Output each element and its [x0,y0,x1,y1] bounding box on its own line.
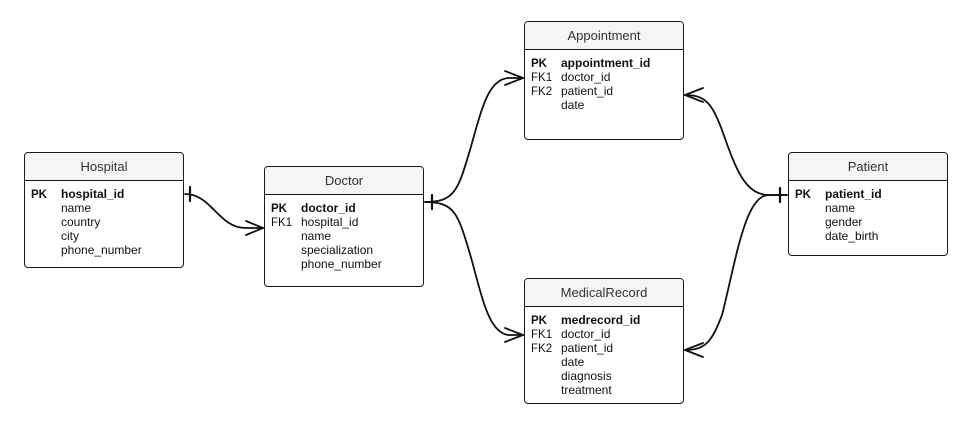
attribute-row: name [25,201,183,215]
entity-patient[interactable]: Patient PK patient_id name gender date_b… [788,152,948,256]
attribute-key: FK2 [531,86,553,98]
attribute-row: name [789,201,947,215]
attribute-key: FK1 [271,217,293,229]
crowsfoot-appointment-left [504,70,524,86]
attribute-name: treatment [561,383,612,397]
attribute-name: patient_id [561,84,614,98]
connector-doctor-medicalrecord [424,201,524,343]
attribute-row: gender [789,215,947,229]
attribute-name: doctor_id [301,201,356,215]
attribute-row: PK patient_id [789,187,947,201]
attribute-row: date_birth [789,229,947,243]
attribute-name: doctor_id [561,327,611,341]
crowsfoot-medicalrecord-left [504,327,524,343]
attribute-row: FK2 patient_id [525,341,683,355]
attribute-row: specialization [265,243,423,257]
attribute-name: specialization [301,243,374,257]
crowsfoot-appointment-right [684,87,704,103]
entity-title-doctor: Doctor [265,167,423,195]
attribute-name: doctor_id [561,70,611,84]
attribute-row: FK2 patient_id [525,84,683,98]
attribute-row: FK1 doctor_id [525,70,683,84]
attribute-row: city [25,229,183,243]
entity-title-patient: Patient [789,153,947,181]
attribute-name: city [61,229,79,243]
attribute-name: phone_number [301,257,382,271]
attribute-name: medrecord_id [561,313,641,327]
attribute-row: PK hospital_id [25,187,183,201]
attribute-key: FK1 [531,329,553,341]
attribute-row: phone_number [265,257,423,271]
attribute-name: name [61,201,92,215]
attribute-row: PK appointment_id [525,56,683,70]
attribute-name: name [825,201,856,215]
attribute-list-appointment: PK appointment_id FK1 doctor_id FK2 pati… [525,50,683,116]
attribute-name: date [561,355,585,369]
attribute-row: date [525,98,683,112]
crowsfoot-doctor [245,220,264,236]
entity-hospital[interactable]: Hospital PK hospital_id name country cit… [24,152,184,268]
attribute-key: PK [531,315,547,327]
attribute-name: hospital_id [301,215,359,229]
attribute-list-patient: PK patient_id name gender date_birth [789,181,947,247]
attribute-key: FK1 [531,72,553,84]
attribute-row: PK medrecord_id [525,313,683,327]
attribute-name: gender [825,215,863,229]
attribute-key: PK [271,203,287,215]
attribute-row: FK1 hospital_id [265,215,423,229]
attribute-name: phone_number [61,243,142,257]
entity-title-appointment: Appointment [525,22,683,50]
entity-title-hospital: Hospital [25,153,183,181]
attribute-list-medicalrecord: PK medrecord_id FK1 doctor_id FK2 patien… [525,307,683,401]
entity-appointment[interactable]: Appointment PK appointment_id FK1 doctor… [524,21,684,140]
attribute-row: PK doctor_id [265,201,423,215]
entity-title-medicalrecord: MedicalRecord [525,279,683,307]
attribute-name: country [61,215,101,229]
attribute-key: PK [795,189,811,201]
connector-doctor-appointment [424,70,524,211]
entity-medicalrecord[interactable]: MedicalRecord PK medrecord_id FK1 doctor… [524,278,684,404]
attribute-list-hospital: PK hospital_id name country city phone_n… [25,181,183,261]
crowsfoot-medicalrecord-right [684,342,704,358]
attribute-name: hospital_id [61,187,125,201]
attribute-row: date [525,355,683,369]
attribute-name: appointment_id [561,56,651,70]
attribute-name: patient_id [825,187,882,201]
attribute-name: name [301,229,332,243]
attribute-key: FK2 [531,343,553,355]
connector-hospital-doctor [184,185,264,236]
attribute-row: name [265,229,423,243]
attribute-row: FK1 doctor_id [525,327,683,341]
entity-doctor[interactable]: Doctor PK doctor_id FK1 hospital_id name… [264,166,424,287]
attribute-row: diagnosis [525,369,683,383]
attribute-name: date_birth [825,229,879,243]
attribute-key: PK [531,58,547,70]
attribute-name: diagnosis [561,369,612,383]
attribute-key: PK [31,189,47,201]
attribute-row: country [25,215,183,229]
attribute-row: treatment [525,383,683,397]
attribute-list-doctor: PK doctor_id FK1 hospital_id name specia… [265,195,423,275]
connector-appointment-patient [684,87,788,204]
attribute-name: date [561,98,585,112]
attribute-name: patient_id [561,341,614,355]
connector-medicalrecord-patient [684,194,788,358]
attribute-row: phone_number [25,243,183,257]
